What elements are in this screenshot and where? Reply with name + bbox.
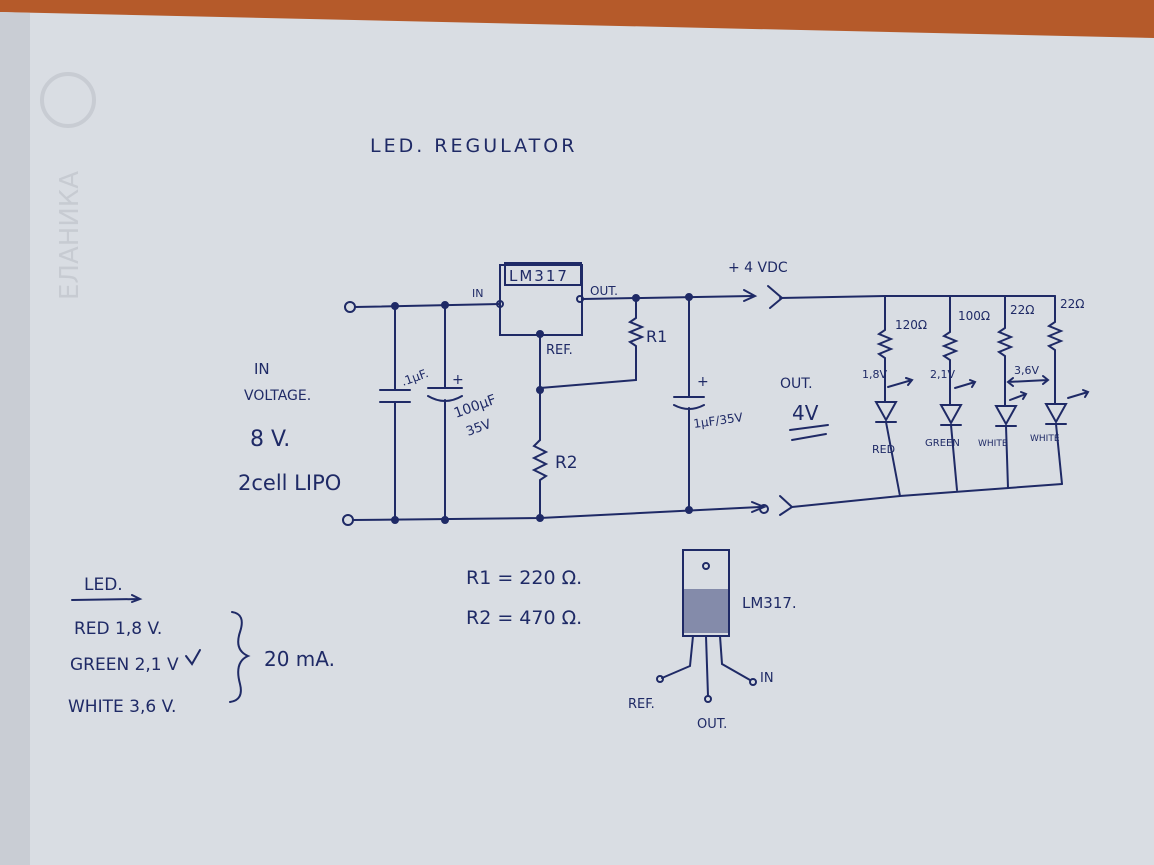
- junction-c1-bottom: [391, 516, 399, 524]
- led-2-resistor: 100Ω: [958, 309, 990, 323]
- led-branch-1: [874, 295, 914, 497]
- lm317-ref-label: REF.: [546, 343, 573, 358]
- junction-r2-bottom: [536, 514, 544, 522]
- led-branch-3: [994, 295, 1050, 489]
- label-input-8v: 8 V.: [250, 427, 290, 452]
- wire-output-rail: [582, 295, 753, 300]
- c2-plus: +: [452, 372, 464, 388]
- wire-c2: [427, 304, 463, 521]
- arrow-output: [743, 289, 758, 302]
- led-3-arrow: [1009, 391, 1028, 401]
- led-1-arrow: [887, 377, 914, 388]
- package-hole: [702, 562, 710, 570]
- legend-brace: [229, 611, 251, 703]
- led-branch-2: [939, 295, 977, 491]
- diagram-title: LED. REGULATOR: [370, 135, 577, 157]
- resistor-r2: [531, 439, 549, 519]
- junction-c1-top: [391, 302, 399, 310]
- led-4-color: WHITE: [1030, 434, 1060, 444]
- led-2-voltage: 2,1V: [930, 368, 955, 381]
- pin-out-lead: [705, 635, 709, 697]
- lm317-label-box: [504, 262, 582, 286]
- legend-heading: LED.: [84, 575, 123, 595]
- wire-c1: [379, 305, 411, 521]
- arrow-ground: [751, 501, 767, 513]
- label-input-voltage: VOLTAGE.: [244, 388, 311, 404]
- resistor-r1: [539, 297, 645, 389]
- pin-in-end: [749, 678, 757, 686]
- output-rail-label: + 4 VDC: [728, 260, 788, 276]
- led-1-color: RED: [872, 443, 895, 456]
- legend-row-red: RED 1,8 V.: [74, 619, 162, 639]
- label-input-in: IN: [254, 360, 270, 378]
- pin-ref-lead: [661, 635, 694, 679]
- paper-sheet: [0, 12, 1154, 865]
- paper-shadow: [0, 12, 30, 865]
- led-2-arrow: [954, 379, 977, 389]
- junction-c3-bottom: [685, 506, 693, 514]
- value-r2: R2 = 470 Ω.: [466, 607, 582, 629]
- watermark: ЕЛАНИКА: [40, 72, 96, 300]
- legend-current: 20 mA.: [264, 647, 335, 671]
- led-4-arrow: [1067, 389, 1090, 399]
- output-terminal-bottom-circle: [759, 504, 769, 514]
- junction-ref: [536, 386, 544, 394]
- out-label: OUT.: [780, 376, 813, 392]
- led-1-voltage: 1,8V: [862, 368, 887, 381]
- c3-plus: +: [697, 374, 709, 390]
- pinout-name: LM317.: [742, 594, 797, 612]
- junction-c2-bottom: [441, 516, 449, 524]
- led-branch-4: [1044, 295, 1090, 485]
- pin-ref-end: [656, 675, 664, 683]
- led-3-resistor: 22Ω: [1010, 303, 1034, 317]
- package-body: [683, 589, 729, 633]
- legend-heading-underline: [71, 594, 143, 603]
- led-1-resistor: 120Ω: [895, 318, 927, 332]
- led-3-voltage: 3,6V: [1014, 364, 1039, 377]
- legend-row-green: GREEN 2,1 V: [70, 655, 179, 675]
- pin-out-end: [704, 695, 712, 703]
- c3-label: 1µF/35V: [692, 410, 744, 431]
- label-input-lipo: 2cell LIPO: [238, 471, 341, 495]
- pin-in-lead: [719, 635, 751, 681]
- lm317-name: LM317: [509, 267, 569, 285]
- r1-label: R1: [646, 327, 667, 346]
- led-3-color: WHITE: [978, 439, 1008, 449]
- green-check-mark: [185, 649, 201, 666]
- out-underline: [789, 424, 829, 441]
- lm317-in-label: IN: [472, 287, 483, 300]
- value-r1: R1 = 220 Ω.: [466, 567, 582, 589]
- led-4-resistor: 22Ω: [1060, 297, 1084, 311]
- watermark-logo: [40, 72, 96, 128]
- out-voltage: 4V: [792, 401, 819, 425]
- junction-c2-top: [441, 301, 449, 309]
- wire-input-top: [354, 303, 501, 308]
- wire-c3: [673, 296, 705, 511]
- led-3-dimension: [1006, 375, 1050, 387]
- pinout-in: IN: [760, 671, 774, 686]
- pinout-out: OUT.: [697, 717, 727, 732]
- pinout-ref: REF.: [628, 697, 655, 712]
- lm317-out-label: OUT.: [590, 284, 618, 298]
- r2-label: R2: [555, 453, 578, 473]
- led-2-color: GREEN: [925, 438, 960, 449]
- lm317-pin-in: [496, 300, 504, 308]
- legend-row-white: WHITE 3,6 V.: [68, 697, 176, 717]
- watermark-text: ЕЛАНИКА: [55, 171, 85, 300]
